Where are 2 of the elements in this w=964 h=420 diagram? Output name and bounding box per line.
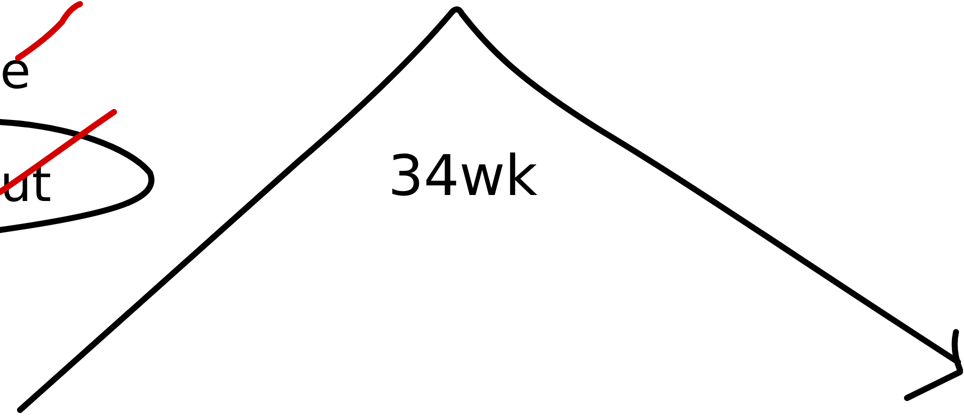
annotation-text: 34wk [388,146,538,208]
word: e [0,44,31,99]
